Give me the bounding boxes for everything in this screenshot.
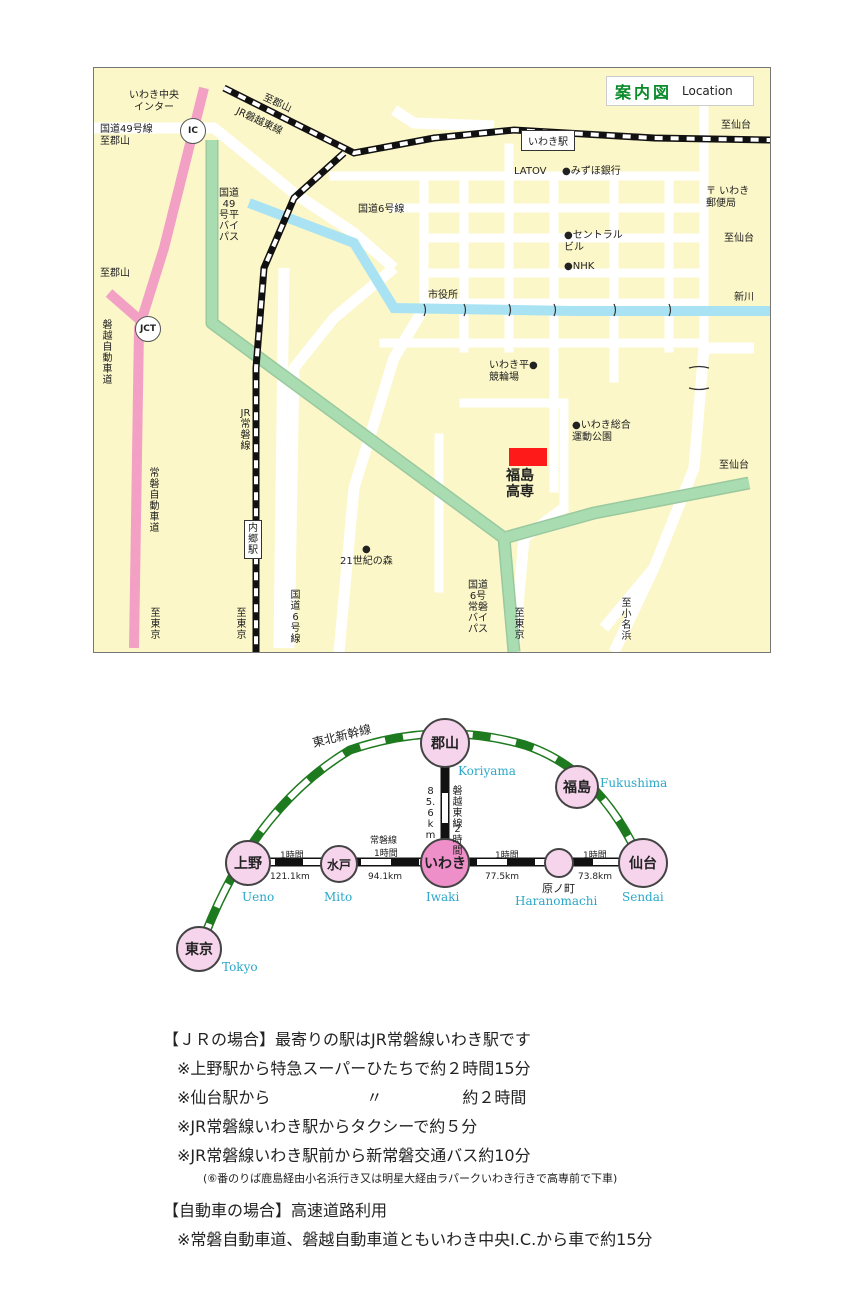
station-fukushima-en: Fukushima	[600, 776, 668, 790]
kosen-marker	[509, 448, 547, 466]
map-title-ja: 案内図	[615, 83, 673, 102]
label-sogo-park: ●いわき総合 運動公園	[572, 420, 631, 443]
station-koriyama-en: Koriyama	[458, 764, 516, 778]
location-map: 案内図 Location いわき中央 インター 国道49号線 至郡山 IC 至郡…	[93, 67, 771, 653]
segment-3-time: 1時間	[495, 851, 519, 861]
station-ueno-en: Ueno	[242, 890, 275, 904]
label-shinkawa: 新川	[734, 292, 754, 303]
label-to-sendai-3: 至仙台	[719, 460, 749, 471]
label-to-tokyo-3: 至東京	[514, 608, 525, 641]
label-joban-expressway: 常磐自動車道	[149, 468, 160, 534]
car-heading-line: 【自動車の場合】高速道路利用	[163, 1196, 803, 1225]
label-route6-vertical: 国道6号線	[290, 590, 301, 645]
jr-item-1: ※上野駅から特急スーパーひたちで約２時間15分	[177, 1059, 531, 1078]
station-mito-en: Mito	[324, 890, 353, 904]
map-legend: 案内図 Location	[606, 76, 754, 106]
label-nhk: ●NHK	[564, 261, 595, 272]
jct-marker: JCT	[135, 316, 161, 342]
label-banetsu-distance: 85.6km	[425, 786, 436, 841]
jr-intro: 最寄りの駅はJR常磐線いわき駅です	[275, 1030, 531, 1049]
segment-2-distance: 94.1km	[368, 872, 403, 882]
segment-4-distance: 73.8km	[578, 872, 613, 882]
segment-1-distance: 121.1km	[270, 872, 310, 882]
label-route49: 国道49号線 至郡山	[100, 124, 153, 147]
ic-marker: IC	[180, 118, 206, 144]
access-info: 【ＪＲの場合】最寄りの駅はJR常磐線いわき駅です ※上野駅から特急スーパーひたち…	[163, 1025, 803, 1254]
segment-3-distance: 77.5km	[485, 872, 520, 882]
label-to-tokyo-2: 至東京	[236, 608, 247, 641]
label-city-hall: 市役所	[428, 290, 458, 301]
station-sendai-en: Sendai	[622, 890, 664, 904]
map-title-en: Location	[682, 84, 733, 98]
label-route6-joban-bypass: 国道6号 常磐バイパス	[468, 580, 488, 635]
label-route6: 国道6号線	[358, 204, 405, 215]
label-to-sendai-1: 至仙台	[721, 120, 751, 131]
label-to-sendai-2: 至仙台	[724, 233, 754, 244]
station-fukushima: 福島	[555, 765, 599, 809]
station-sendai: 仙台	[618, 838, 668, 888]
station-mito: 水戸	[320, 845, 358, 883]
label-to-onahama: 至小名浜	[621, 598, 632, 642]
label-to-koriyama-left: 至郡山	[100, 268, 130, 279]
station-haranomachi-marker	[544, 848, 574, 878]
label-banetsu-expressway: 磐越自動車道	[102, 320, 113, 386]
label-central-building: ●セントラル ビル	[564, 230, 623, 253]
jr-item-2: ※仙台駅から 〃 約２時間	[177, 1088, 527, 1107]
station-iwaki: いわき	[420, 838, 470, 888]
label-post-office: 〒 いわき 郵便局	[706, 186, 750, 209]
label-iwaki-station: いわき駅	[521, 130, 575, 151]
station-ueno: 上野	[225, 840, 271, 886]
label-banetsu-time: 2時間	[452, 824, 463, 857]
label-fukushima-kosen: 福島 高専	[506, 468, 534, 501]
label-forest-21: ● 21世紀の森	[340, 544, 393, 567]
bus-note: (⑥番のりば鹿島経由小名浜行き又は明星大経由ラパークいわき行きで高専前で下車)	[203, 1172, 618, 1185]
jr-item-4: ※JR常磐線いわき駅前から新常磐交通バス約10分	[177, 1146, 531, 1165]
station-tokyo: 東京	[176, 926, 222, 972]
station-tokyo-en: Tokyo	[222, 960, 258, 974]
label-keirin: いわき平● 競輪場	[489, 360, 538, 383]
label-jr-joban-line: JR常磐線	[240, 408, 251, 452]
label-joban-line: 常磐線	[370, 836, 398, 846]
car-item: ※常磐自動車道、磐越自動車道ともいわき中央I.C.から車で約15分	[177, 1230, 653, 1249]
segment-4-time: 1時間	[583, 851, 607, 861]
label-route49-bypass: 国道49号平バイパス	[219, 188, 239, 243]
jr-heading: 【ＪＲの場合】	[163, 1030, 276, 1049]
car-intro: 高速道路利用	[291, 1201, 388, 1220]
segment-1-time: 1時間	[280, 851, 304, 861]
label-to-tokyo-1: 至東京	[150, 608, 161, 641]
jr-heading-line: 【ＪＲの場合】最寄りの駅はJR常磐線いわき駅です	[163, 1025, 803, 1054]
label-uchigo-station: 内郷駅	[244, 520, 262, 559]
map-graphics	[94, 84, 770, 652]
station-koriyama: 郡山	[420, 718, 470, 768]
label-latov: LATOV	[514, 166, 547, 177]
segment-2-time: 1時間	[374, 849, 398, 859]
label-banetsu-line: 磐越東線	[452, 786, 463, 830]
label-mizuho: ●みずほ銀行	[562, 166, 621, 177]
label-iwaki-chuo-ic: いわき中央 インター	[129, 90, 179, 113]
jr-item-3: ※JR常磐線いわき駅からタクシーで約５分	[177, 1117, 478, 1136]
route-map: 郡山 Koriyama 福島 Fukushima 上野 Ueno 水戸 Mito…	[170, 690, 710, 980]
station-haranomachi: 原ノ町	[542, 882, 575, 895]
station-iwaki-en: Iwaki	[426, 890, 460, 904]
car-heading: 【自動車の場合】	[163, 1201, 292, 1220]
station-haranomachi-en: Haranomachi	[515, 894, 598, 908]
